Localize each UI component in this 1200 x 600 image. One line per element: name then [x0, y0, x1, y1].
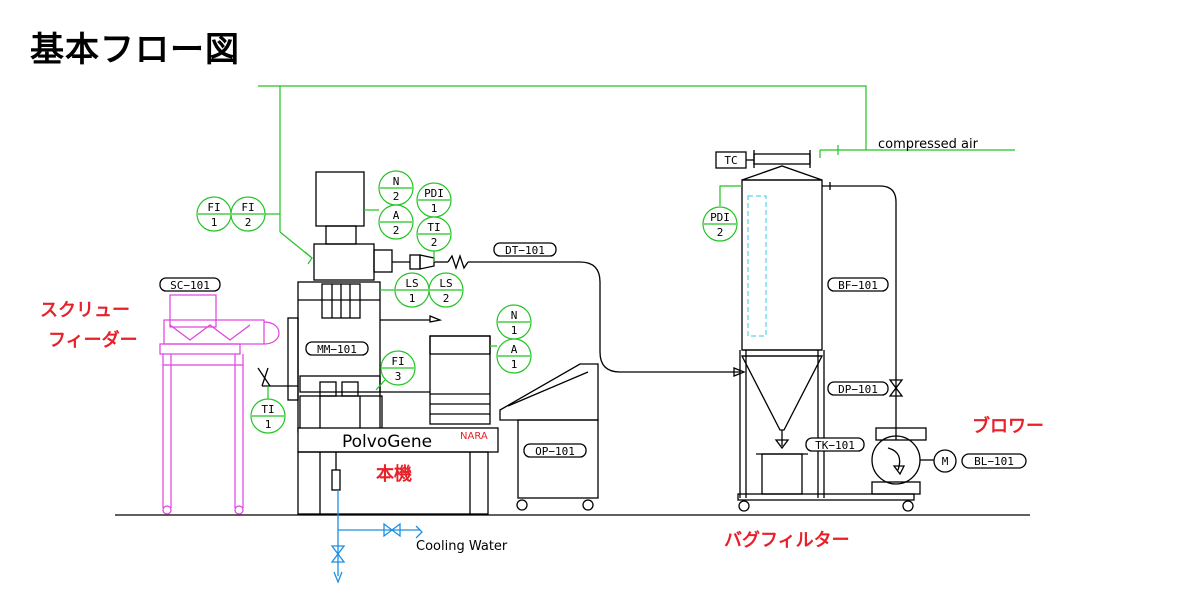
svg-text:PDI: PDI	[710, 211, 730, 224]
svg-text:1: 1	[211, 216, 218, 229]
svg-text:2: 2	[393, 224, 400, 237]
svg-text:TI: TI	[261, 403, 274, 416]
cooling-water-line: Cooling Water	[330, 490, 508, 584]
tag-dt-101: DT−101	[505, 244, 545, 257]
svg-text:1: 1	[431, 202, 438, 215]
svg-text:1: 1	[409, 292, 416, 305]
main-unit: PolvoGene NARA	[257, 171, 499, 515]
svg-text:SC−101: SC−101	[170, 279, 210, 292]
compressed-air-label: compressed air	[878, 137, 979, 152]
tag-bl-101: BL−101	[974, 455, 1014, 468]
svg-text:TK−101: TK−101	[815, 439, 855, 452]
bag-filter: TC	[715, 150, 915, 512]
svg-text:LS: LS	[405, 277, 418, 290]
instrument-ls1: LS 1	[394, 272, 430, 308]
instrument-fi1: FI 1	[196, 196, 232, 232]
tag-tk-101: TK−101	[805, 437, 865, 452]
svg-text:1: 1	[511, 358, 518, 371]
motor-symbol: M	[942, 455, 949, 468]
instrument-pdi2: PDI 2	[702, 206, 738, 242]
instrument-n2: N 2	[378, 170, 414, 206]
tag-mm-101: MM−101	[305, 341, 369, 356]
screw-feeder	[159, 294, 280, 515]
instrument-fi3: FI 3	[380, 350, 416, 386]
svg-text:FI: FI	[207, 201, 220, 214]
tag-op-101: OP−101	[535, 445, 575, 458]
svg-text:N: N	[511, 309, 518, 322]
duct-line: DT−101	[468, 242, 746, 377]
tag-dp-101: DP−101	[838, 383, 878, 396]
svg-text:2: 2	[245, 216, 252, 229]
blower-label: ブロワー	[972, 415, 1044, 437]
screw-feeder-label-2: フィーダー	[48, 329, 138, 351]
main-unit-label: 本機	[376, 463, 412, 485]
brand-name: PolvoGene	[342, 432, 432, 452]
svg-text:2: 2	[393, 190, 400, 203]
compressed-air-line: compressed air	[258, 85, 1015, 265]
svg-text:MM−101: MM−101	[317, 343, 357, 356]
svg-text:LS: LS	[439, 277, 452, 290]
svg-text:2: 2	[717, 226, 724, 239]
svg-text:TI: TI	[427, 221, 440, 234]
svg-text:PDI: PDI	[424, 187, 444, 200]
exhaust-line: DP−101	[822, 182, 904, 440]
tag-bf-101: BF−101	[827, 277, 889, 292]
instrument-pdi1: PDI 1	[416, 182, 452, 218]
instrument-a1: A 1	[496, 338, 532, 374]
svg-text:3: 3	[395, 370, 402, 383]
control-cabinet	[429, 335, 491, 425]
svg-text:2: 2	[431, 236, 438, 249]
instrument-ls2: LS 2	[428, 272, 464, 308]
instrument-n1: N 1	[496, 304, 532, 340]
screw-feeder-label-1: スクリュー	[40, 300, 130, 321]
svg-text:1: 1	[265, 418, 272, 431]
svg-text:1: 1	[511, 324, 518, 337]
svg-text:FI: FI	[241, 201, 254, 214]
svg-text:FI: FI	[391, 355, 404, 368]
svg-text:A: A	[511, 343, 518, 356]
operation-panel: OP−101	[499, 363, 599, 511]
tag-sc-101: SC−101	[159, 277, 221, 292]
page-title: 基本フロー図	[30, 30, 240, 70]
svg-text:A: A	[393, 209, 400, 222]
brand-sub: NARA	[460, 431, 488, 442]
blower: M BL−101	[871, 427, 1027, 495]
tag-tc: TC	[724, 154, 737, 167]
svg-text:N: N	[393, 175, 400, 188]
bag-filter-label: バグフィルター	[724, 529, 850, 551]
svg-text:2: 2	[443, 292, 450, 305]
instrument-fi2: FI 2	[230, 196, 266, 232]
instrument-a2: A 2	[378, 204, 414, 240]
cooling-water-label: Cooling Water	[416, 539, 508, 554]
instrument-ti2: TI 2	[416, 216, 452, 252]
svg-text:BF−101: BF−101	[838, 279, 878, 292]
instrument-ti1: TI 1	[250, 398, 286, 434]
